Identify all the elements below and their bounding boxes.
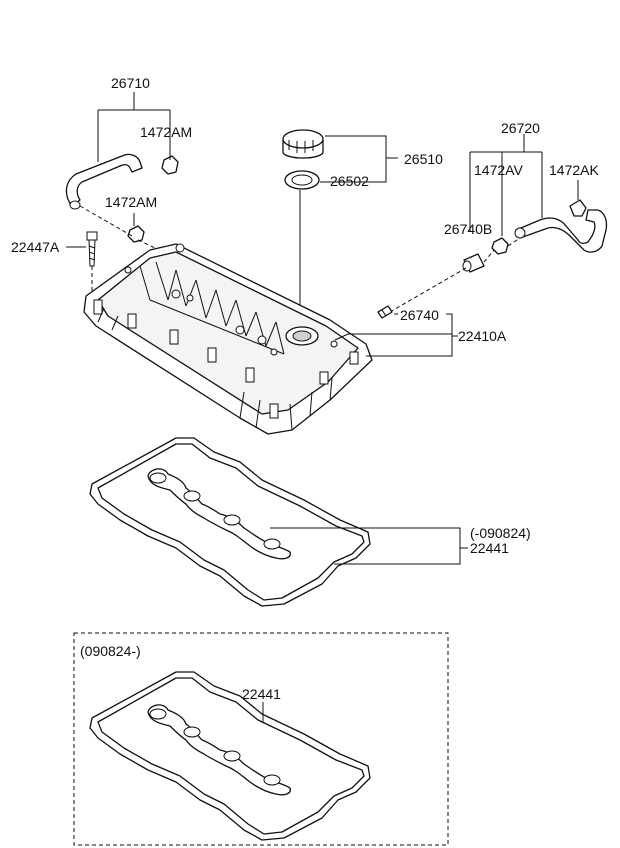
- breather-hose-26710: [65, 153, 143, 210]
- label-22410A: 22410A: [458, 328, 507, 344]
- rocker-cover-gasket-22441-after: [89, 671, 371, 841]
- label-22441-before: 22441: [470, 540, 509, 556]
- label-26710: 26710: [111, 75, 150, 91]
- rocker-cover-gasket-22441-before: [89, 437, 371, 607]
- label-1472AV: 1472AV: [474, 162, 523, 178]
- label-26720: 26720: [501, 120, 540, 136]
- leader-22441-before: [270, 527, 468, 565]
- label-26740B: 26740B: [444, 221, 492, 237]
- cylinder-head-cover-22410A: [83, 243, 373, 435]
- label-26502: 26502: [330, 173, 369, 189]
- cap-gasket-26502: [284, 170, 320, 190]
- pcv-grommet-26740B: [462, 253, 485, 273]
- label-22447A: 22447A: [11, 239, 60, 255]
- label-090824-after: (090824-): [80, 643, 141, 659]
- label-1472AM-lower: 1472AM: [105, 194, 157, 210]
- label-1472AM-upper: 1472AM: [140, 124, 192, 140]
- pcv-hose-26720: [514, 209, 608, 253]
- bolt-22447A: [86, 231, 98, 267]
- label-1472AK: 1472AK: [549, 162, 599, 178]
- leader-26720: [469, 134, 543, 236]
- dash-pcv-line: [389, 237, 521, 313]
- variant-box-090824: [73, 632, 449, 846]
- clamp-1472AM-upper: [161, 155, 179, 175]
- leader-26710: [97, 92, 171, 162]
- leader-26510-26502: [320, 135, 398, 183]
- oil-filler-cap-26510: [282, 129, 324, 159]
- pcv-valve-26740: [377, 305, 393, 319]
- leader-22410A: [334, 313, 458, 357]
- label-26740: 26740: [400, 307, 439, 323]
- label-22441-after: 22441: [242, 686, 281, 702]
- clamp-1472AV: [491, 237, 509, 255]
- label-090824-before: (-090824): [470, 525, 531, 541]
- label-26510: 26510: [404, 151, 443, 167]
- clamp-1472AM-lower: [127, 225, 145, 243]
- clamp-1472AK: [569, 199, 587, 217]
